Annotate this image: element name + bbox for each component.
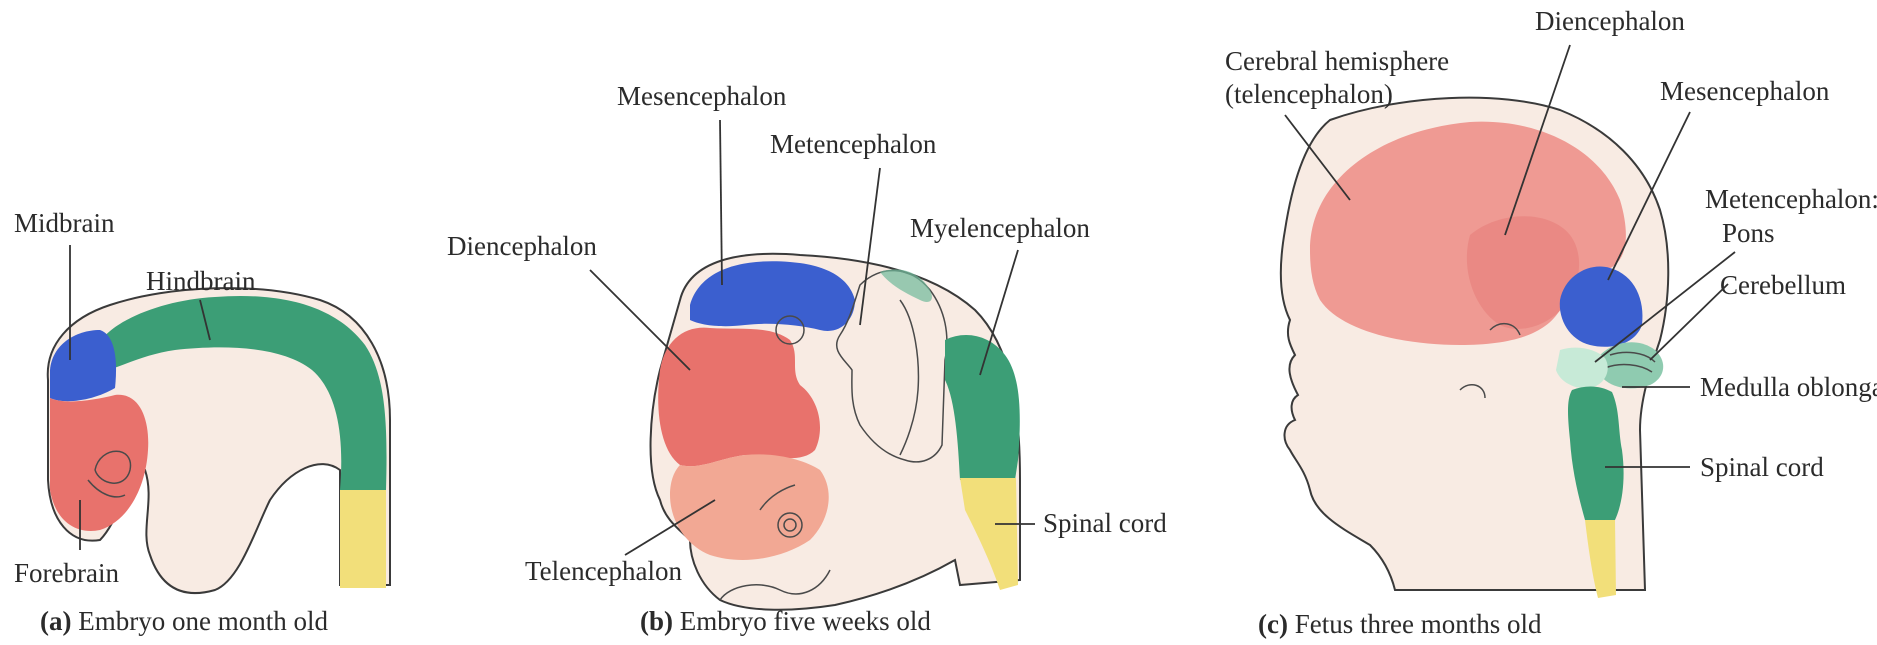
panel-c-caption-text: Fetus three months old bbox=[1288, 609, 1542, 639]
panel-c-caption: (c) Fetus three months old bbox=[1258, 609, 1542, 639]
panel-c-label-metencephalon: Metencephalon: bbox=[1705, 184, 1877, 214]
panel-a-label-forebrain: Forebrain bbox=[14, 558, 119, 588]
panel-a-caption-letter: (a) bbox=[40, 606, 71, 636]
panel-b-caption-letter: (b) bbox=[640, 606, 673, 636]
panel-c-label-medulla: Medulla oblongata bbox=[1700, 372, 1877, 402]
panel-a-spinal-cord bbox=[340, 490, 386, 588]
panel-a-caption: (a) Embryo one month old bbox=[40, 606, 328, 636]
panel-b-caption-text: Embryo five weeks old bbox=[673, 606, 931, 636]
panel-a-embryo-one-month: Midbrain Hindbrain Forebrain (a) Embryo … bbox=[14, 208, 390, 636]
panel-c-caption-letter: (c) bbox=[1258, 609, 1288, 639]
panel-b-label-diencephalon: Diencephalon bbox=[447, 231, 597, 261]
panel-c-fetus-three-months: Cerebral hemisphere (telencephalon) Dien… bbox=[1225, 6, 1877, 639]
panel-a-forebrain bbox=[50, 395, 148, 531]
panel-b-label-myelencephalon: Myelencephalon bbox=[910, 213, 1090, 243]
panel-b-label-mesencephalon: Mesencephalon bbox=[617, 81, 787, 111]
panel-c-label-cerebral-line1: Cerebral hemisphere bbox=[1225, 46, 1449, 76]
panel-c-label-cerebral-line2: (telencephalon) bbox=[1225, 79, 1393, 109]
panel-c-label-pons: Pons bbox=[1722, 218, 1775, 248]
panel-b-caption: (b) Embryo five weeks old bbox=[640, 606, 931, 636]
panel-c-label-mesencephalon: Mesencephalon bbox=[1660, 76, 1830, 106]
panel-b-label-metencephalon: Metencephalon bbox=[770, 129, 937, 159]
panel-c-label-spinal-cord: Spinal cord bbox=[1700, 452, 1824, 482]
panel-a-caption-text: Embryo one month old bbox=[71, 606, 328, 636]
panel-c-label-diencephalon: Diencephalon bbox=[1535, 6, 1685, 36]
panel-a-label-midbrain: Midbrain bbox=[14, 208, 115, 238]
panel-b-embryo-five-weeks: Mesencephalon Metencephalon Diencephalon… bbox=[447, 81, 1167, 636]
panel-b-label-spinal-cord: Spinal cord bbox=[1043, 508, 1167, 538]
panel-a-label-hindbrain: Hindbrain bbox=[146, 266, 256, 296]
panel-c-label-cerebellum: Cerebellum bbox=[1720, 270, 1846, 300]
panel-b-label-telencephalon: Telencephalon bbox=[525, 556, 683, 586]
